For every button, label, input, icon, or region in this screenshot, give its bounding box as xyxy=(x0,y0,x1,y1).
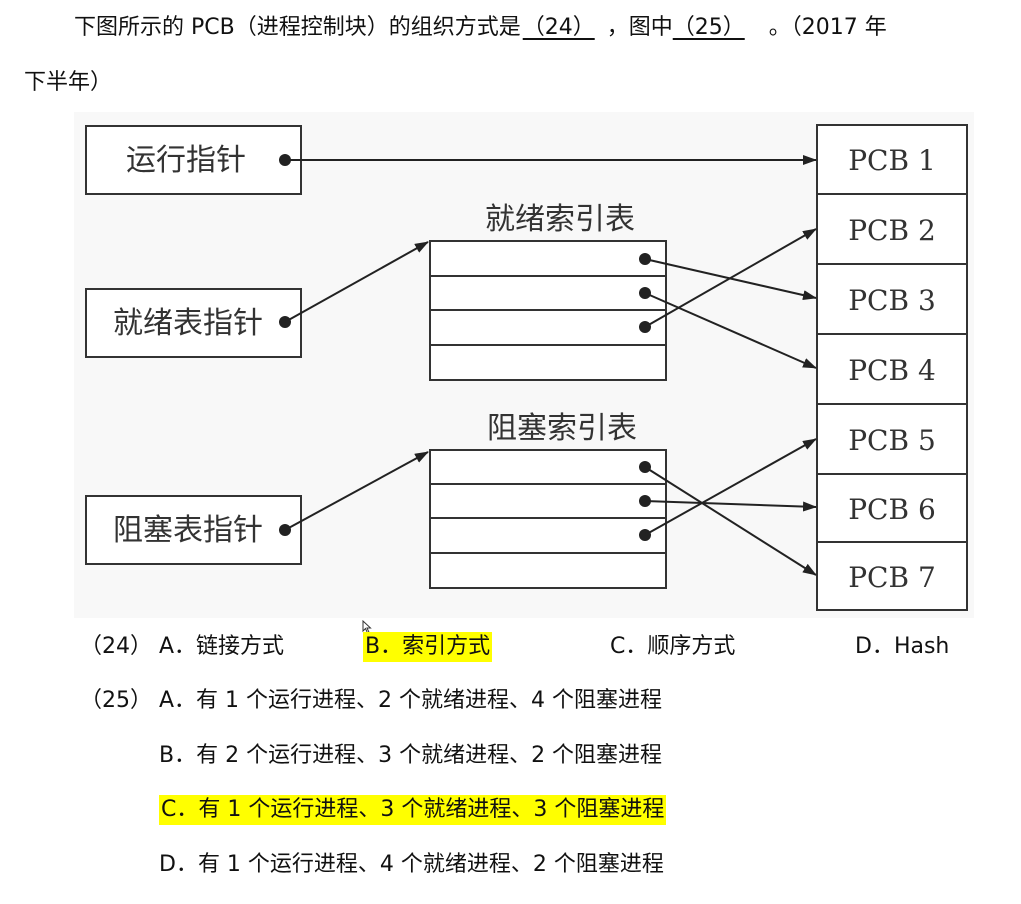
q24-option-b[interactable]: B．索引方式 xyxy=(363,632,493,662)
arrow-blocked2-to-pcb6 xyxy=(644,500,817,512)
q24-option-c[interactable]: C．顺序方式 xyxy=(610,634,736,659)
blocked-pointer-box xyxy=(85,495,302,565)
ready-index-table xyxy=(429,240,667,381)
question-text-mid: ，图中 xyxy=(606,15,673,40)
run-pointer-label: 运行指针 xyxy=(126,143,246,178)
q24-option-d[interactable]: D．Hash xyxy=(855,634,950,659)
pcb-3-label: PCB 3 xyxy=(848,284,936,317)
question-line-2: 下半年） xyxy=(24,70,113,95)
pcb-4-label: PCB 4 xyxy=(848,354,936,387)
q25-option-c[interactable]: C．有 1 个运行进程、3 个就绪进程、3 个阻塞进程 xyxy=(159,795,667,825)
pcb-organization-figure: 运行指针 就绪表指针 阻塞表指针 就绪索引表 阻塞索引表 xyxy=(74,112,974,618)
question-line-1: 下图所示的 PCB（进程控制块）的组织方式是（24） ，图中（25） 。（2017 … xyxy=(74,13,887,43)
pcb-1-label: PCB 1 xyxy=(848,144,936,177)
blocked-index-table xyxy=(429,449,667,589)
q25-option-d[interactable]: D．有 1 个运行进程、4 个就绪进程、2 个阻塞进程 xyxy=(159,852,664,877)
pcb-5-label: PCB 5 xyxy=(848,424,936,457)
pcb-stack: PCB 1 PCB 2 PCB 3 PCB 4 PCB 5 PCB 6 PCB … xyxy=(816,124,968,611)
blank-24: （24） xyxy=(522,15,595,40)
ready-pointer-label: 就绪表指针 xyxy=(113,306,263,341)
blank-25: （25） xyxy=(672,15,745,40)
arrow-blocked-pointer-to-table xyxy=(284,451,429,531)
question-text-post: 。（2017 年 xyxy=(768,15,887,40)
arrow-ready2-to-pcb4 xyxy=(644,292,817,369)
pcb-2-label: PCB 2 xyxy=(848,214,936,247)
blocked-table-title: 阻塞索引表 xyxy=(487,411,637,446)
arrow-blocked1-to-pcb7 xyxy=(644,466,817,576)
pcb-7-label: PCB 7 xyxy=(848,561,936,594)
arrow-ready3-to-pcb2 xyxy=(644,228,817,328)
q25-option-a[interactable]: A．有 1 个运行进程、2 个就绪进程、4 个阻塞进程 xyxy=(159,688,663,713)
q25-option-b[interactable]: B．有 2 个运行进程、3 个就绪进程、2 个阻塞进程 xyxy=(159,743,663,768)
run-pointer-box xyxy=(85,125,302,195)
pcb-3-box xyxy=(816,263,968,335)
pcb-6-label: PCB 6 xyxy=(848,493,936,526)
figure-svg: 运行指针 就绪表指针 阻塞表指针 就绪索引表 阻塞索引表 xyxy=(85,124,968,611)
q24-number: （24） xyxy=(80,634,152,659)
pcb-7-box xyxy=(816,541,968,611)
q25-number: （25） xyxy=(80,688,152,713)
q24-option-a[interactable]: A．链接方式 xyxy=(159,634,285,659)
blocked-pointer-label: 阻塞表指针 xyxy=(113,513,263,548)
question-text-pre: 下图所示的 PCB（进程控制块）的组织方式是 xyxy=(74,15,521,40)
ready-table-title: 就绪索引表 xyxy=(485,202,635,237)
pcb-2-box xyxy=(816,193,968,265)
arrow-ready-pointer-to-table xyxy=(284,241,429,323)
arrow-blocked3-to-pcb5 xyxy=(644,438,817,536)
ready-pointer-box xyxy=(85,288,302,358)
pcb-6-box xyxy=(816,473,968,543)
